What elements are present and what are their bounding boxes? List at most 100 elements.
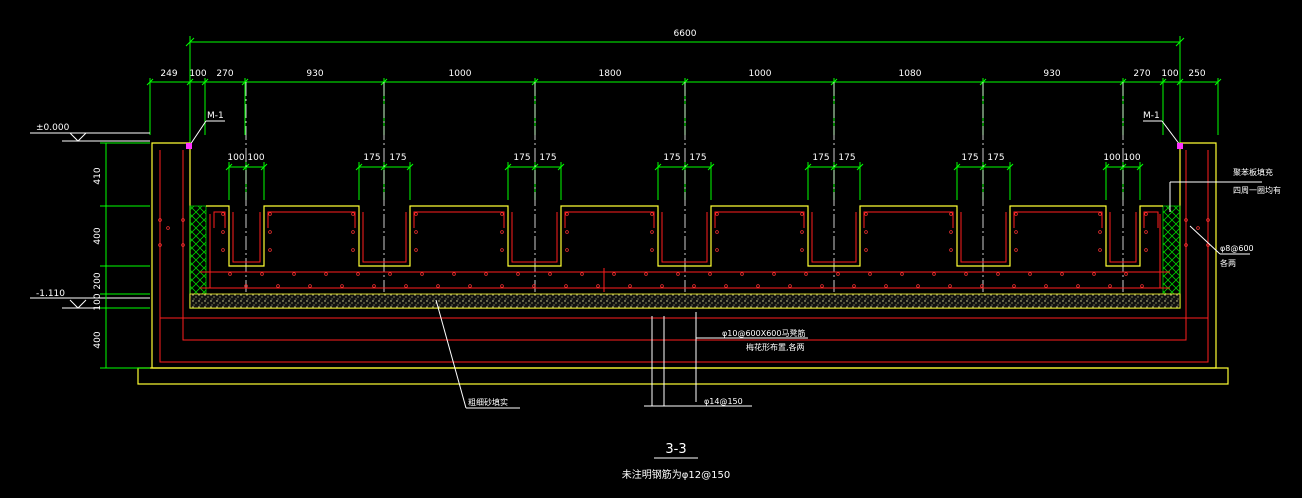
rib-label-5: 175 — [513, 153, 530, 163]
segment-dimensions: 249 100 270 930 1000 1800 1000 1080 930 … — [146, 69, 1222, 135]
rib-dim-mark-2-0 — [504, 163, 512, 171]
rebar-dot-48 — [324, 272, 328, 276]
stirrup-5 — [863, 211, 954, 228]
rebar-dot-96 — [1092, 272, 1096, 276]
seg-label-12: 250 — [1188, 69, 1205, 79]
seg-label-1: 249 — [160, 69, 177, 79]
rebar-dot-87 — [948, 284, 952, 288]
rib-stirrup-6 — [1109, 212, 1137, 263]
seg-label-2: 100 — [189, 69, 206, 79]
rebar-dot-45 — [276, 284, 280, 288]
overall-dimension-label: 6600 — [674, 29, 697, 39]
rib-dim-mark-2-2 — [557, 163, 565, 171]
rib-label-4: 175 — [389, 153, 406, 163]
rebar-dot-65 — [596, 284, 600, 288]
rebar-dot-7 — [414, 212, 418, 216]
rib-label-14: 100 — [1123, 153, 1140, 163]
rebar-dot-72 — [708, 272, 712, 276]
rebar-dot-104 — [1184, 218, 1188, 222]
note-center-rebar-line-1: φ10@600X600马凳筋 — [722, 328, 805, 338]
rebar-dot-15 — [565, 230, 569, 234]
note-center-rebar-line-2: 梅花形布置,各两 — [746, 342, 805, 352]
rebar-dot-71 — [692, 284, 696, 288]
rebar-dot-44 — [260, 272, 264, 276]
rib-dim-mark-0-0 — [225, 163, 233, 171]
rib-label-13: 100 — [1103, 153, 1120, 163]
rebar-dot-18 — [650, 212, 654, 216]
mark-right-label: M-1 — [1143, 111, 1160, 121]
rebar-dot-90 — [996, 272, 1000, 276]
rebar-dot-92 — [1028, 272, 1032, 276]
rebar-dot-94 — [1060, 272, 1064, 276]
seg-tick-mark-10 — [1159, 78, 1167, 86]
rebar-dot-68 — [644, 272, 648, 276]
rebar-dot-23 — [715, 248, 719, 252]
rib-label-12: 175 — [987, 153, 1004, 163]
stirrup-2 — [413, 211, 505, 228]
section-title-block: 3-3 未注明钢筋为φ12@150 — [622, 442, 730, 481]
rebar-dot-88 — [964, 272, 968, 276]
note-center-rebar: φ10@600X600马凳筋 梅花形布置,各两 φ14@150 — [644, 312, 808, 407]
rebar-dot-69 — [660, 284, 664, 288]
rebar-dot-61 — [532, 284, 536, 288]
rebar-dot-35 — [1014, 248, 1018, 252]
rebar-dot-2 — [221, 230, 225, 234]
vdim-2: 400 — [93, 227, 103, 244]
rebar-dot-1 — [268, 212, 272, 216]
rib-label-10: 175 — [838, 153, 855, 163]
rebar-dot-80 — [836, 272, 840, 276]
rebar-dot-24 — [800, 212, 804, 216]
rebar-dot-105 — [1184, 243, 1188, 247]
centerlines — [245, 82, 1124, 292]
seg-tick-mark-1 — [186, 78, 194, 86]
seg-label-5: 1000 — [449, 69, 472, 79]
rebar-dot-29 — [864, 248, 868, 252]
insulation-left — [189, 205, 207, 309]
rebar-dot-73 — [724, 284, 728, 288]
rebar-dot-14 — [500, 230, 504, 234]
rebar-dot-101 — [158, 243, 162, 247]
rib-label-7: 175 — [663, 153, 680, 163]
seg-label-3: 270 — [216, 69, 233, 79]
rebar-dot-78 — [804, 272, 808, 276]
rebar-dot-20 — [650, 230, 654, 234]
section-title: 3-3 — [665, 442, 686, 457]
rebar-dot-55 — [436, 284, 440, 288]
seg-label-9: 930 — [1043, 69, 1060, 79]
pit-outline — [151, 142, 1217, 369]
rib-label-11: 175 — [961, 153, 978, 163]
rib-dim-mark-3-0 — [654, 163, 662, 171]
elevation-bottom: -1.110 — [30, 289, 150, 309]
rebar-dot-33 — [1014, 230, 1018, 234]
rebar-dot-91 — [1012, 284, 1016, 288]
rebar-dot-84 — [900, 272, 904, 276]
rib-label-8: 175 — [689, 153, 706, 163]
rebar-dot-100 — [158, 218, 162, 222]
rib-stirrup-1 — [362, 212, 407, 263]
rebar-dot-46 — [292, 272, 296, 276]
rib-label-2: 100 — [247, 153, 264, 163]
stirrup-0 — [213, 211, 226, 228]
rib-dim-mark-1-2 — [406, 163, 414, 171]
rebar-dot-52 — [388, 272, 392, 276]
stirrup-3 — [564, 211, 655, 228]
rebar-dot-17 — [565, 248, 569, 252]
vdim-5: 400 — [93, 331, 103, 348]
rebar-dot-28 — [800, 248, 804, 252]
rebar-dot-81 — [852, 284, 856, 288]
rebar-dot-86 — [932, 272, 936, 276]
rebar-dot-89 — [980, 284, 984, 288]
rebar-dot-59 — [500, 284, 504, 288]
rebar-dot-47 — [308, 284, 312, 288]
rebar-dot-102 — [181, 218, 185, 222]
rib-dim-mark-4-0 — [804, 163, 812, 171]
seg-label-11: 100 — [1161, 69, 1178, 79]
rebar-dot-58 — [484, 272, 488, 276]
rebar-dot-63 — [564, 284, 568, 288]
rib-label-1: 100 — [227, 153, 244, 163]
seg-label-4: 930 — [306, 69, 323, 79]
rebar-dot-21 — [715, 230, 719, 234]
rebar-dot-34 — [949, 248, 953, 252]
rib-dim-mark-4-2 — [856, 163, 864, 171]
